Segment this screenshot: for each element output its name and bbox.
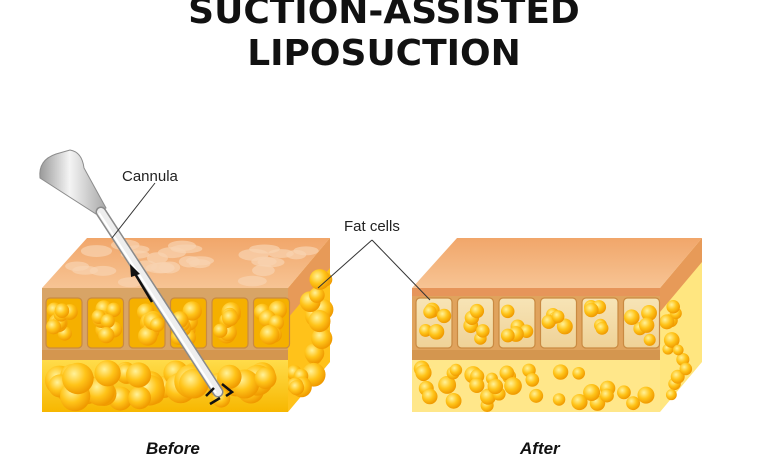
cannula-handle — [39, 149, 107, 215]
diagram-title-line1: SUCTION-ASSISTED — [188, 0, 580, 32]
after-fat-chambers — [415, 297, 661, 349]
after-skin-surface — [412, 238, 702, 288]
cannula-tube — [97, 208, 222, 396]
before-caption: Before — [146, 439, 200, 458]
after-side-fat-cells — [659, 299, 693, 401]
before-deep-fat-cells — [44, 360, 277, 412]
before-tissue-block — [42, 238, 334, 412]
suction-arrow — [132, 271, 154, 303]
fat-cells-label: Fat cells — [344, 218, 400, 235]
cannula-label: Cannula — [122, 168, 179, 185]
fat-cells-leader-before — [317, 239, 373, 289]
diagram-title-line2: LIPOSUCTION — [247, 33, 521, 74]
after-deep-fat-cells — [413, 360, 655, 412]
after-caption: After — [519, 439, 561, 458]
after-tissue-block — [412, 238, 702, 412]
cannula-leader-line — [111, 182, 156, 239]
after-skin-layer — [412, 288, 660, 296]
fat-cells-leader-after — [371, 239, 431, 301]
cannula-instrument — [39, 149, 235, 406]
cannula-tip-marks — [205, 383, 235, 406]
before-side-fat-cells — [286, 269, 334, 398]
